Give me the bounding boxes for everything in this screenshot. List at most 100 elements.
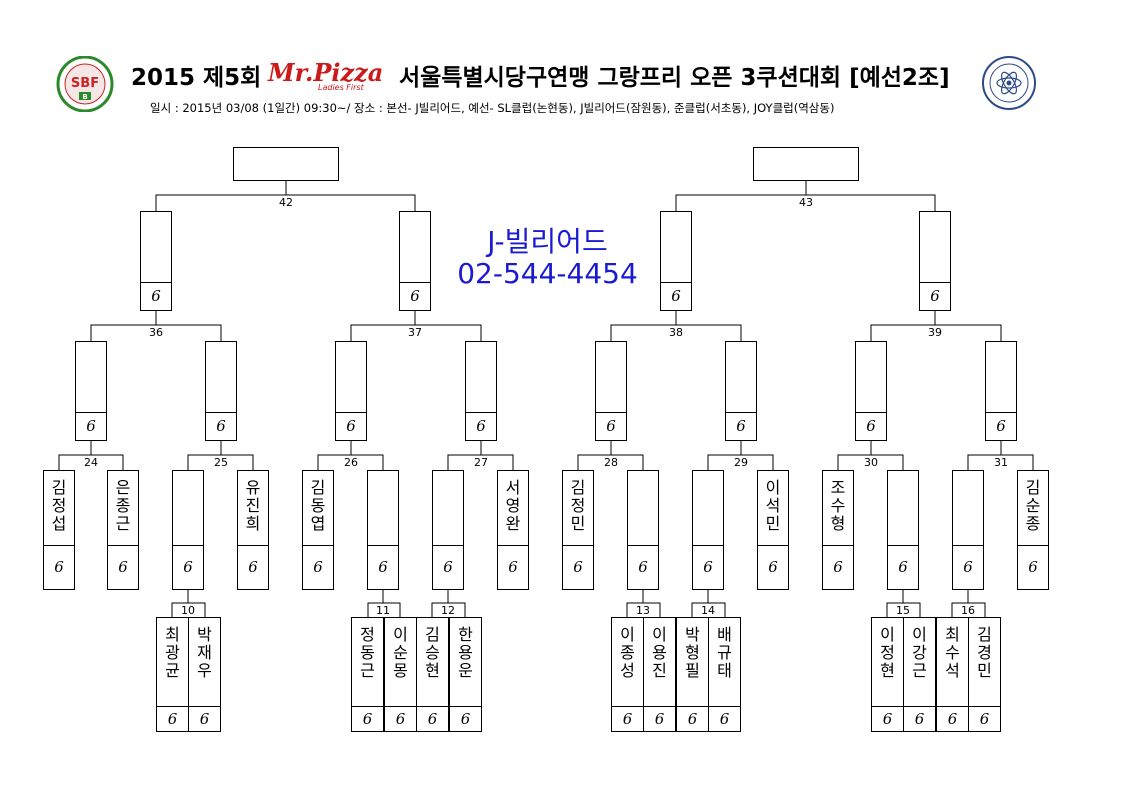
score-mark: 6 — [395, 709, 406, 728]
title-left: 2015 제5회 — [131, 65, 262, 91]
score-mark: 6 — [768, 558, 778, 576]
score-mark: 6 — [963, 558, 973, 576]
venue-phone: 02-544-4454 — [457, 257, 638, 290]
slot-divider — [157, 706, 188, 707]
slot-divider — [238, 545, 268, 546]
empty-slot: 6 — [75, 341, 107, 441]
score-mark: 6 — [378, 558, 388, 576]
empty-slot: 6 — [725, 341, 757, 441]
slot-divider — [953, 545, 983, 546]
slot-divider — [758, 545, 788, 546]
match-number-24: 24 — [81, 456, 101, 469]
score-mark: 6 — [703, 558, 713, 576]
slot-divider — [141, 282, 171, 283]
empty-slot: 6 — [952, 470, 984, 590]
match-number-14: 14 — [698, 604, 718, 617]
score-mark: 6 — [996, 417, 1006, 435]
score-mark: 6 — [979, 709, 990, 728]
score-mark: 6 — [167, 709, 178, 728]
slot-divider — [417, 706, 448, 707]
venue-info: J-빌리어드 02-544-4454 — [455, 226, 640, 290]
match-number-12: 12 — [438, 604, 458, 617]
score-mark: 6 — [671, 287, 681, 305]
empty-slot: 6 — [367, 470, 399, 590]
match-number-36: 36 — [146, 326, 166, 339]
slot-divider — [44, 545, 74, 546]
score-mark: 6 — [866, 417, 876, 435]
score-mark: 6 — [248, 558, 258, 576]
slot-divider — [352, 706, 383, 707]
match-number-43: 43 — [796, 196, 816, 209]
slot-divider — [433, 545, 463, 546]
score-mark: 6 — [54, 558, 64, 576]
empty-slot: 6 — [432, 470, 464, 590]
score-mark: 6 — [687, 709, 698, 728]
sbf-logo-icon: SBF B — [56, 56, 114, 112]
mr-pizza-logo: Mr.Pizza Ladies First — [268, 58, 390, 92]
brand-tagline: Ladies First — [318, 83, 364, 92]
score-mark: 6 — [151, 287, 161, 305]
empty-slot: 6 — [172, 470, 204, 590]
match-number-42: 42 — [276, 196, 296, 209]
score-mark: 6 — [443, 558, 453, 576]
slot-divider — [596, 412, 626, 413]
slot-divider — [823, 545, 853, 546]
match-number-28: 28 — [601, 456, 621, 469]
match-number-16: 16 — [958, 604, 978, 617]
score-mark: 6 — [427, 709, 438, 728]
score-mark: 6 — [183, 558, 193, 576]
empty-slot: 6 — [399, 211, 431, 311]
final-result-box-43 — [753, 147, 859, 181]
slot-divider — [920, 282, 950, 283]
score-mark: 6 — [460, 709, 471, 728]
empty-slot: 6 — [660, 211, 692, 311]
score-mark: 6 — [362, 709, 373, 728]
match-number-29: 29 — [731, 456, 751, 469]
slot-divider — [1018, 545, 1048, 546]
score-mark: 6 — [313, 558, 323, 576]
slot-divider — [628, 545, 658, 546]
logo-left-badge: B — [82, 93, 87, 101]
match-number-11: 11 — [373, 604, 393, 617]
empty-slot: 6 — [855, 341, 887, 441]
match-number-15: 15 — [893, 604, 913, 617]
score-mark: 6 — [118, 558, 128, 576]
score-mark: 6 — [947, 709, 958, 728]
score-mark: 6 — [1028, 558, 1038, 576]
slot-divider — [498, 545, 528, 546]
slot-divider — [76, 412, 106, 413]
slot-divider — [872, 706, 903, 707]
match-number-27: 27 — [471, 456, 491, 469]
slot-divider — [904, 706, 935, 707]
empty-slot: 6 — [985, 341, 1017, 441]
final-result-box-42 — [233, 147, 339, 181]
match-number-25: 25 — [211, 456, 231, 469]
slot-divider — [303, 545, 333, 546]
slot-divider — [108, 545, 138, 546]
